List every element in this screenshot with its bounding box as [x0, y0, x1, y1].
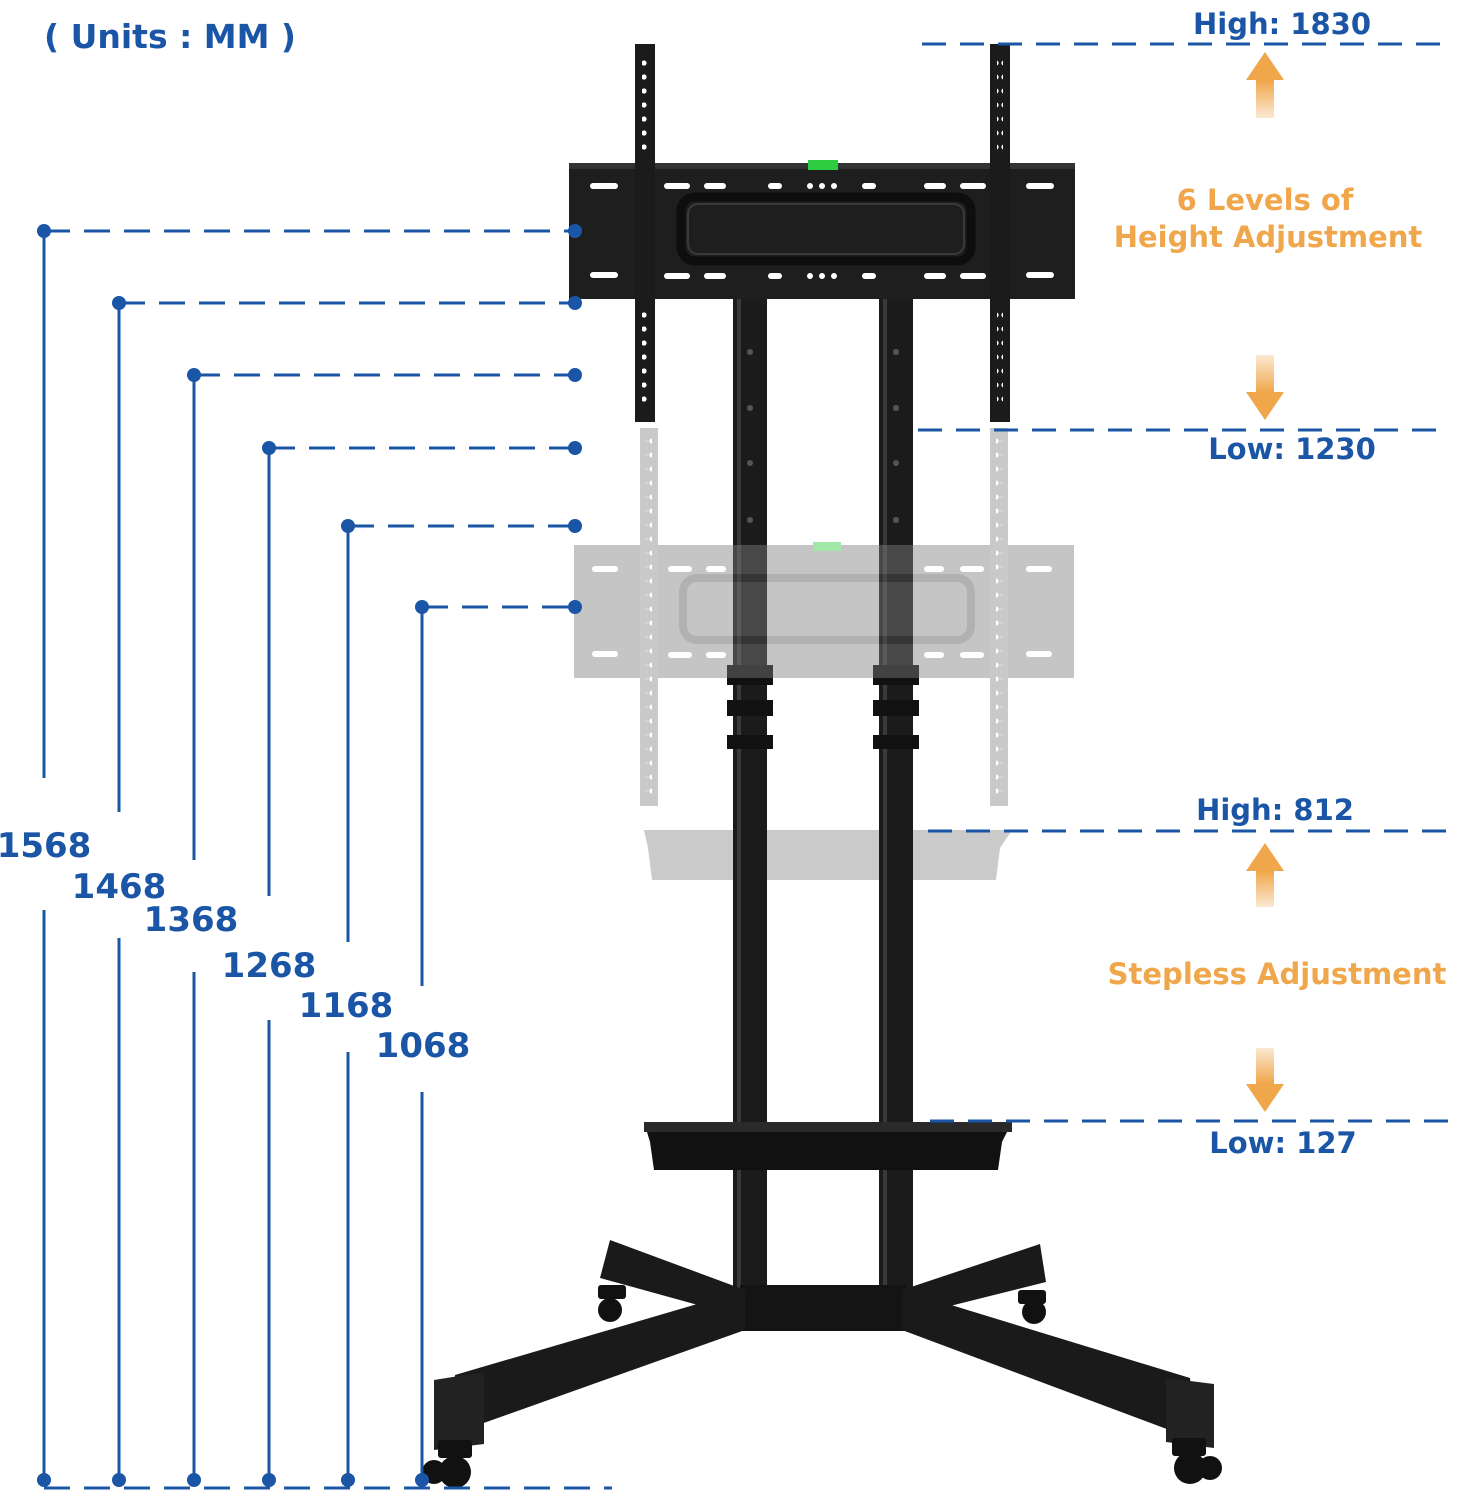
height-label-1168: 1168 [299, 986, 394, 1026]
height-label-1268: 1268 [222, 946, 317, 986]
arrow-up-icon [1246, 843, 1284, 907]
shelf-high-label: High: 812 [1196, 793, 1354, 827]
mount-low-label: Low: 1230 [1208, 432, 1376, 466]
ghost-shelf-high [644, 830, 1012, 880]
shelf-low-label: Low: 127 [1209, 1126, 1356, 1160]
height-dimension-lines [42, 229, 612, 1490]
stand-base [422, 1240, 1222, 1488]
height-label-1468: 1468 [72, 867, 167, 907]
units-label: ( Units : MM ) [44, 17, 296, 56]
arrow-up-icon [1246, 52, 1284, 118]
height-label-1068: 1068 [376, 1026, 471, 1066]
stand-poles [727, 280, 919, 1325]
tv-stand-illustration [422, 44, 1222, 1488]
mount-note-line2: Height Adjustment [1114, 220, 1423, 254]
arrow-down-icon [1246, 1048, 1284, 1112]
height-label-1568: 1568 [0, 826, 91, 866]
height-dimension-dots [37, 224, 582, 1487]
shelf-low [644, 1122, 1012, 1170]
ghost-mount-bracket-low [574, 428, 1074, 806]
arrow-down-icon [1246, 355, 1284, 420]
shelf-note: Stepless Adjustment [1108, 957, 1447, 991]
mount-high-label: High: 1830 [1193, 7, 1371, 41]
caster-wheels [422, 1285, 1222, 1488]
height-label-1368: 1368 [144, 900, 239, 940]
mount-note-line1: 6 Levels of [1177, 183, 1354, 217]
height-labels: 1568 1468 1368 1268 1168 1068 [0, 826, 470, 1066]
right-reference-lines [918, 42, 1448, 1123]
mount-bracket-high [569, 44, 1075, 422]
